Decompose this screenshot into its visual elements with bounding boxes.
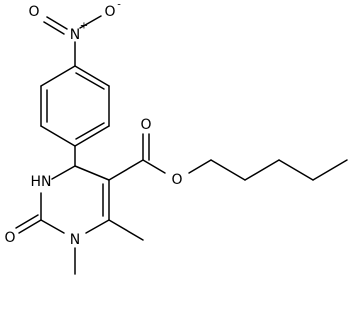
bond-pentyl-1: [210, 159, 246, 181]
bond-carboxyl-oether: [142, 159, 166, 174]
bond-benzene-3-inner: [75, 122, 105, 140]
bond-benzene-1: [74, 65, 110, 87]
bond-benzene-1-inner: [75, 72, 105, 90]
atom-nitro-n-charge: +: [80, 21, 88, 32]
atom-ring-nh: HN: [31, 174, 52, 190]
atom-nitro-o-left: O: [28, 4, 39, 20]
atom-ester-o-ether: O: [171, 172, 182, 188]
bond-nitro-o-double-a: [46, 16, 68, 30]
bond-benzene-4: [40, 125, 76, 147]
bond-nitro-n-o-single: [79, 15, 102, 29]
bond-pentyl-3: [278, 159, 314, 181]
atom-ring-n-methyl: N: [70, 232, 80, 248]
atom-nitro-n: N: [70, 27, 80, 43]
bond-c5-c4: [74, 165, 110, 181]
bond-c4-nh: [51, 165, 76, 180]
bond-urea-co-b: [15, 214, 39, 229]
atom-nitro-o-right: O: [104, 4, 115, 20]
bond-nitro-o-double-b: [43, 21, 65, 35]
atom-ester-o-carbonyl: O: [140, 117, 151, 133]
bond-urea-co-a: [18, 219, 42, 234]
bond-n1-c6: [85, 219, 110, 234]
bond-pentyl-4: [312, 159, 348, 181]
bond-pentyl-2: [244, 159, 280, 181]
bond-benzene-6: [40, 65, 76, 87]
bond-benzene-3: [74, 125, 110, 147]
bond-c5-carboxyl: [108, 159, 144, 181]
atom-urea-o: O: [4, 230, 15, 246]
atom-nitro-o-right-charge: -: [117, 0, 121, 11]
bond-oether-pentyl: [188, 159, 212, 174]
bond-c2-n1: [40, 219, 65, 234]
bond-c6-methyl: [108, 219, 144, 241]
